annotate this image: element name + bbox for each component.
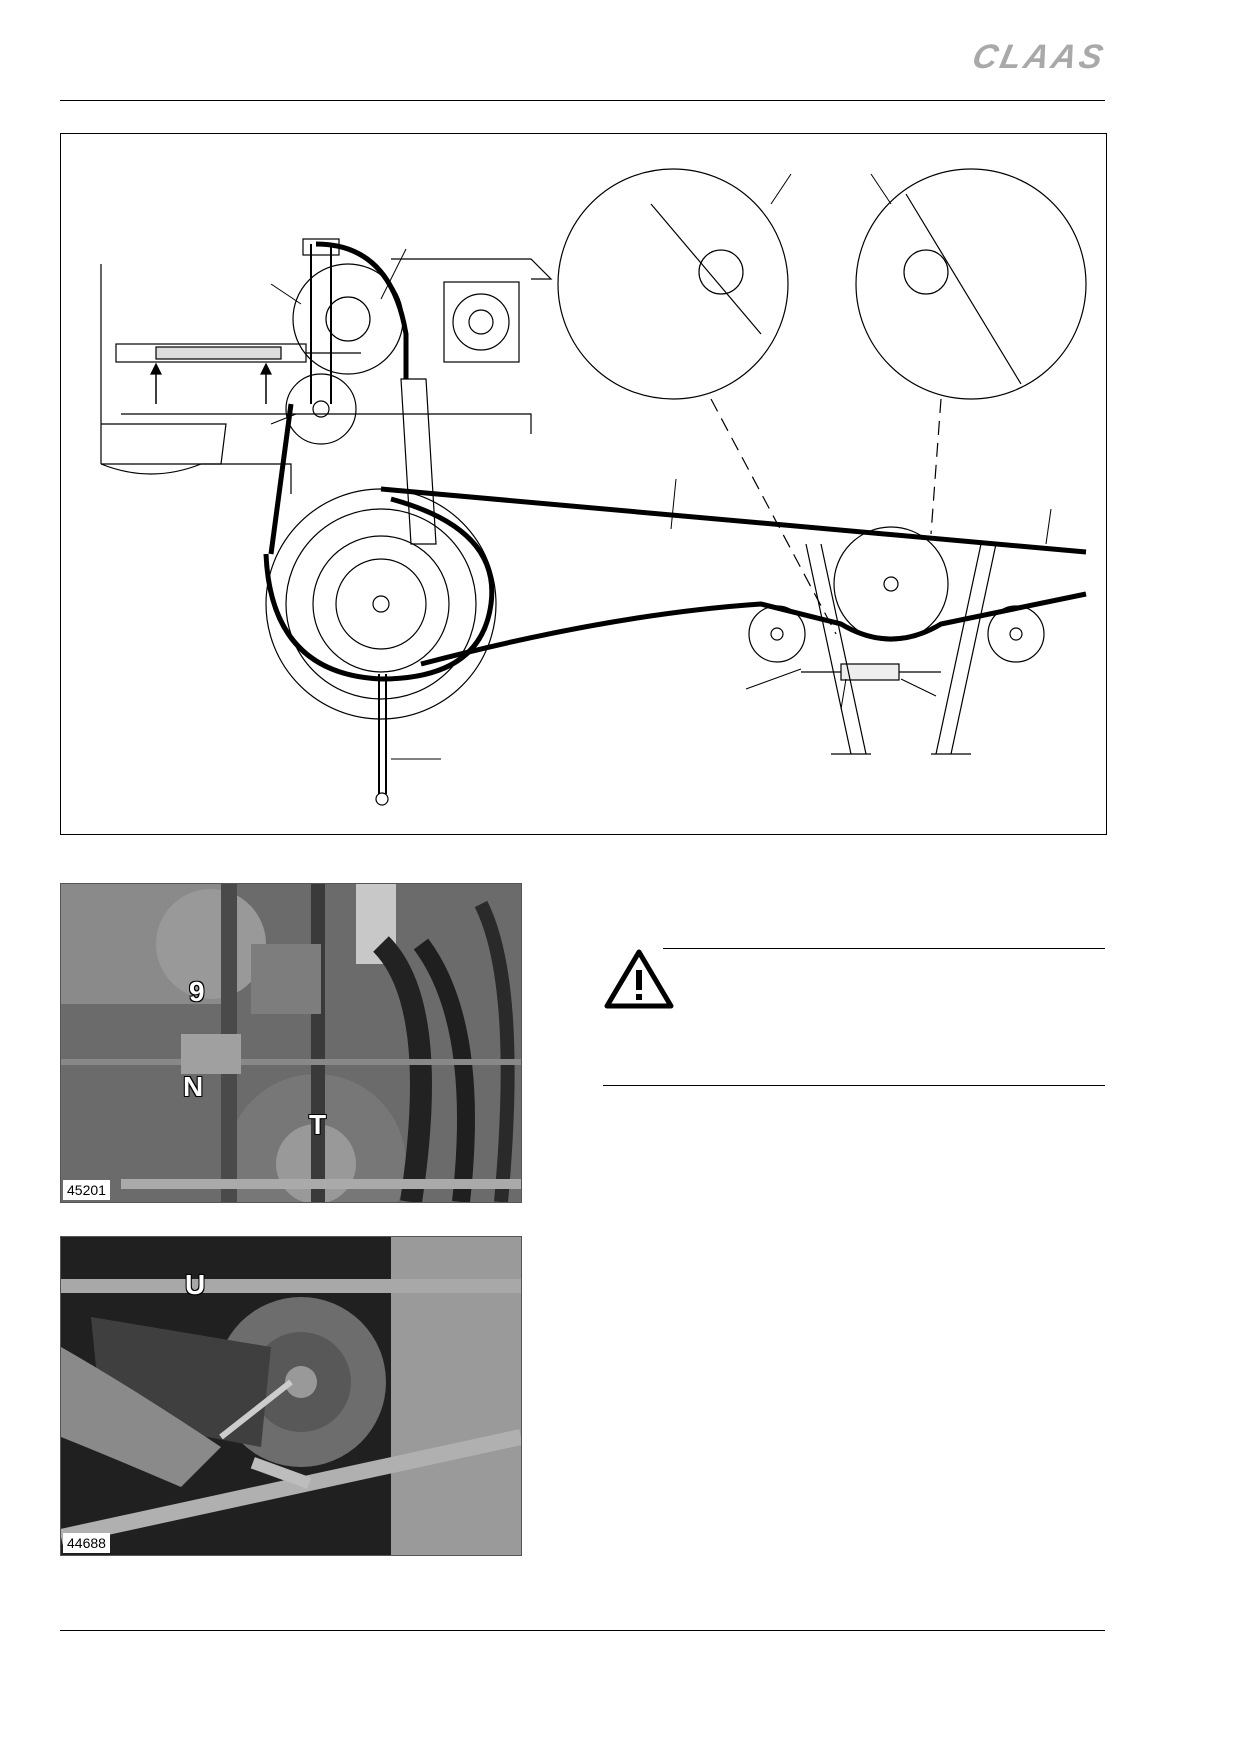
header-rule xyxy=(60,100,1105,101)
warning-bottom-rule xyxy=(603,1085,1105,1086)
claas-logo: CLAAS xyxy=(945,38,1109,78)
photo-tension-adjust-icon xyxy=(61,1237,521,1555)
photo-id: 44688 xyxy=(63,1533,110,1553)
photo-label-u: U xyxy=(185,1269,206,1300)
warning-top-rule xyxy=(663,948,1105,949)
footer-rule xyxy=(60,1630,1105,1631)
photo-label-n: N xyxy=(183,1071,204,1102)
photo-belt-assembly-icon xyxy=(61,884,521,1202)
photo-id: 45201 xyxy=(63,1180,110,1200)
photo-label-9: 9 xyxy=(189,976,205,1007)
photo-label-t: T xyxy=(309,1109,327,1140)
warning-triangle-icon xyxy=(603,948,675,1012)
photo-44688: U 44688 xyxy=(60,1236,522,1556)
logo-text: CLAAS xyxy=(968,38,1110,76)
belt-drive-figure xyxy=(60,133,1107,835)
photo-45201: 9 N T 45201 xyxy=(60,883,522,1203)
belt-drive-diagram-icon xyxy=(100,168,1087,806)
